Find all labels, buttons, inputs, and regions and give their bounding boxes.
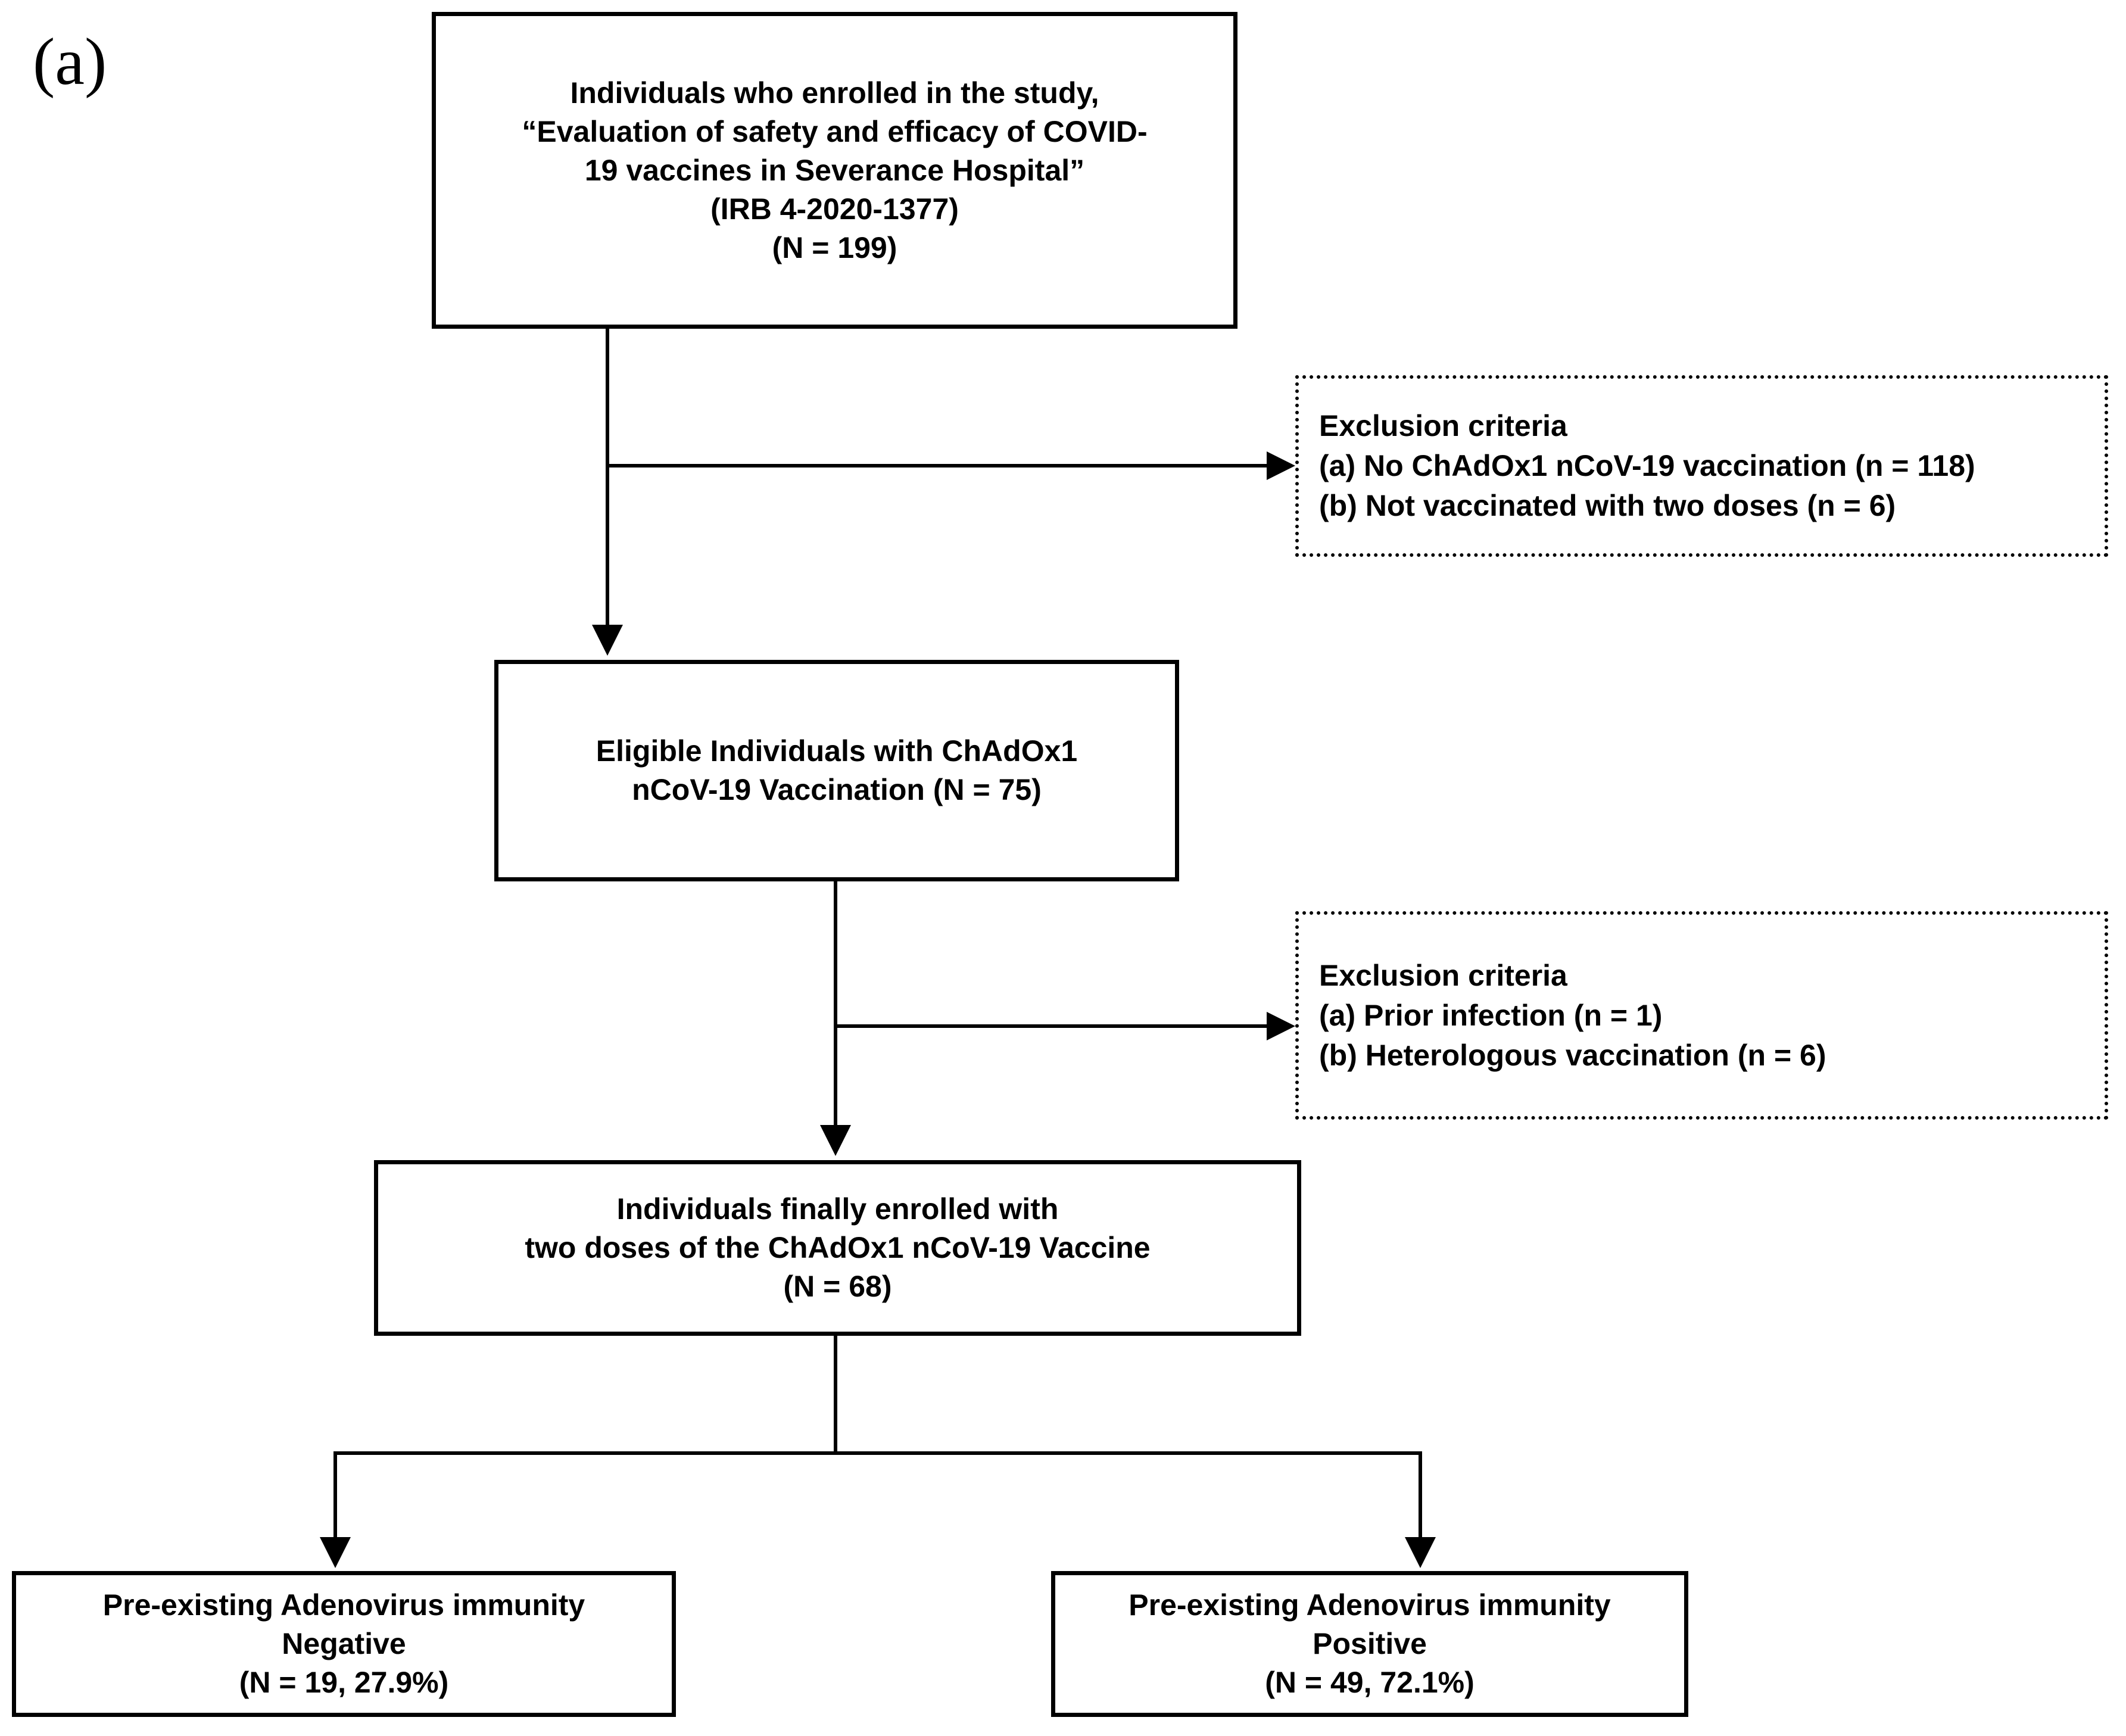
exclusion-2-item-b: (b) Heterologous vaccination (n = 6) <box>1319 1038 1826 1072</box>
node-adeno-positive: Pre-existing Adenovirus immunity Positiv… <box>1051 1571 1688 1717</box>
node-enrolled-line5: (N = 199) <box>772 230 897 264</box>
exclusion-1-title: Exclusion criteria <box>1319 409 1567 442</box>
arrowhead-to-negative <box>320 1537 351 1568</box>
connector-to-exclusion-1 <box>606 464 1267 467</box>
node-eligible: Eligible Individuals with ChAdOx1 nCoV-1… <box>494 660 1179 881</box>
exclusion-2-item-a: (a) Prior infection (n = 1) <box>1319 998 1663 1032</box>
connector-final-split-bar <box>333 1451 1422 1455</box>
exclusion-2-title: Exclusion criteria <box>1319 958 1567 992</box>
arrowhead-to-exclusion-2 <box>1267 1012 1295 1040</box>
node-enrolled-line4: (IRB 4-2020-1377) <box>710 192 959 226</box>
arrowhead-enrolled-to-eligible <box>592 625 623 656</box>
exclusion-1-item-a: (a) No ChAdOx1 nCoV-19 vaccination (n = … <box>1319 449 1975 482</box>
node-final-enrolled-line3: (N = 68) <box>783 1270 892 1303</box>
node-final-enrolled-line1: Individuals finally enrolled with <box>616 1192 1059 1226</box>
node-final-enrolled: Individuals finally enrolled with two do… <box>374 1160 1301 1336</box>
node-adeno-positive-line3: (N = 49, 72.1%) <box>1265 1666 1475 1699</box>
node-enrolled: Individuals who enrolled in the study, “… <box>432 12 1237 329</box>
exclusion-1-item-b: (b) Not vaccinated with two doses (n = 6… <box>1319 489 1896 522</box>
arrowhead-to-positive <box>1405 1537 1436 1568</box>
connector-final-split-stem <box>834 1336 837 1453</box>
node-enrolled-line1: Individuals who enrolled in the study, <box>570 76 1099 110</box>
node-enrolled-line3: 19 vaccines in Severance Hospital” <box>584 153 1085 187</box>
connector-eligible-to-final <box>834 881 837 1130</box>
node-eligible-line2: nCoV-19 Vaccination (N = 75) <box>632 773 1042 806</box>
arrowhead-to-exclusion-1 <box>1267 451 1295 480</box>
node-final-enrolled-line2: two doses of the ChAdOx1 nCoV-19 Vaccine <box>525 1231 1151 1264</box>
node-adeno-negative: Pre-existing Adenovirus immunity Negativ… <box>12 1571 676 1717</box>
node-adeno-negative-line2: Negative <box>282 1627 406 1660</box>
exclusion-box-1: Exclusion criteria (a) No ChAdOx1 nCoV-1… <box>1295 375 2108 557</box>
node-adeno-positive-line1: Pre-existing Adenovirus immunity <box>1129 1588 1611 1622</box>
node-adeno-negative-line3: (N = 19, 27.9%) <box>239 1666 449 1699</box>
panel-label-a: (a) <box>33 25 107 99</box>
node-enrolled-line2: “Evaluation of safety and efficacy of CO… <box>522 114 1148 148</box>
connector-enrolled-to-eligible <box>606 329 609 629</box>
exclusion-box-2: Exclusion criteria (a) Prior infection (… <box>1295 911 2108 1120</box>
connector-split-to-negative <box>333 1451 337 1542</box>
connector-split-to-positive <box>1419 1451 1422 1542</box>
arrowhead-eligible-to-final <box>820 1125 851 1156</box>
connector-to-exclusion-2 <box>834 1024 1267 1028</box>
node-adeno-negative-line1: Pre-existing Adenovirus immunity <box>102 1588 585 1622</box>
node-eligible-line1: Eligible Individuals with ChAdOx1 <box>596 734 1078 768</box>
node-adeno-positive-line2: Positive <box>1313 1627 1427 1660</box>
